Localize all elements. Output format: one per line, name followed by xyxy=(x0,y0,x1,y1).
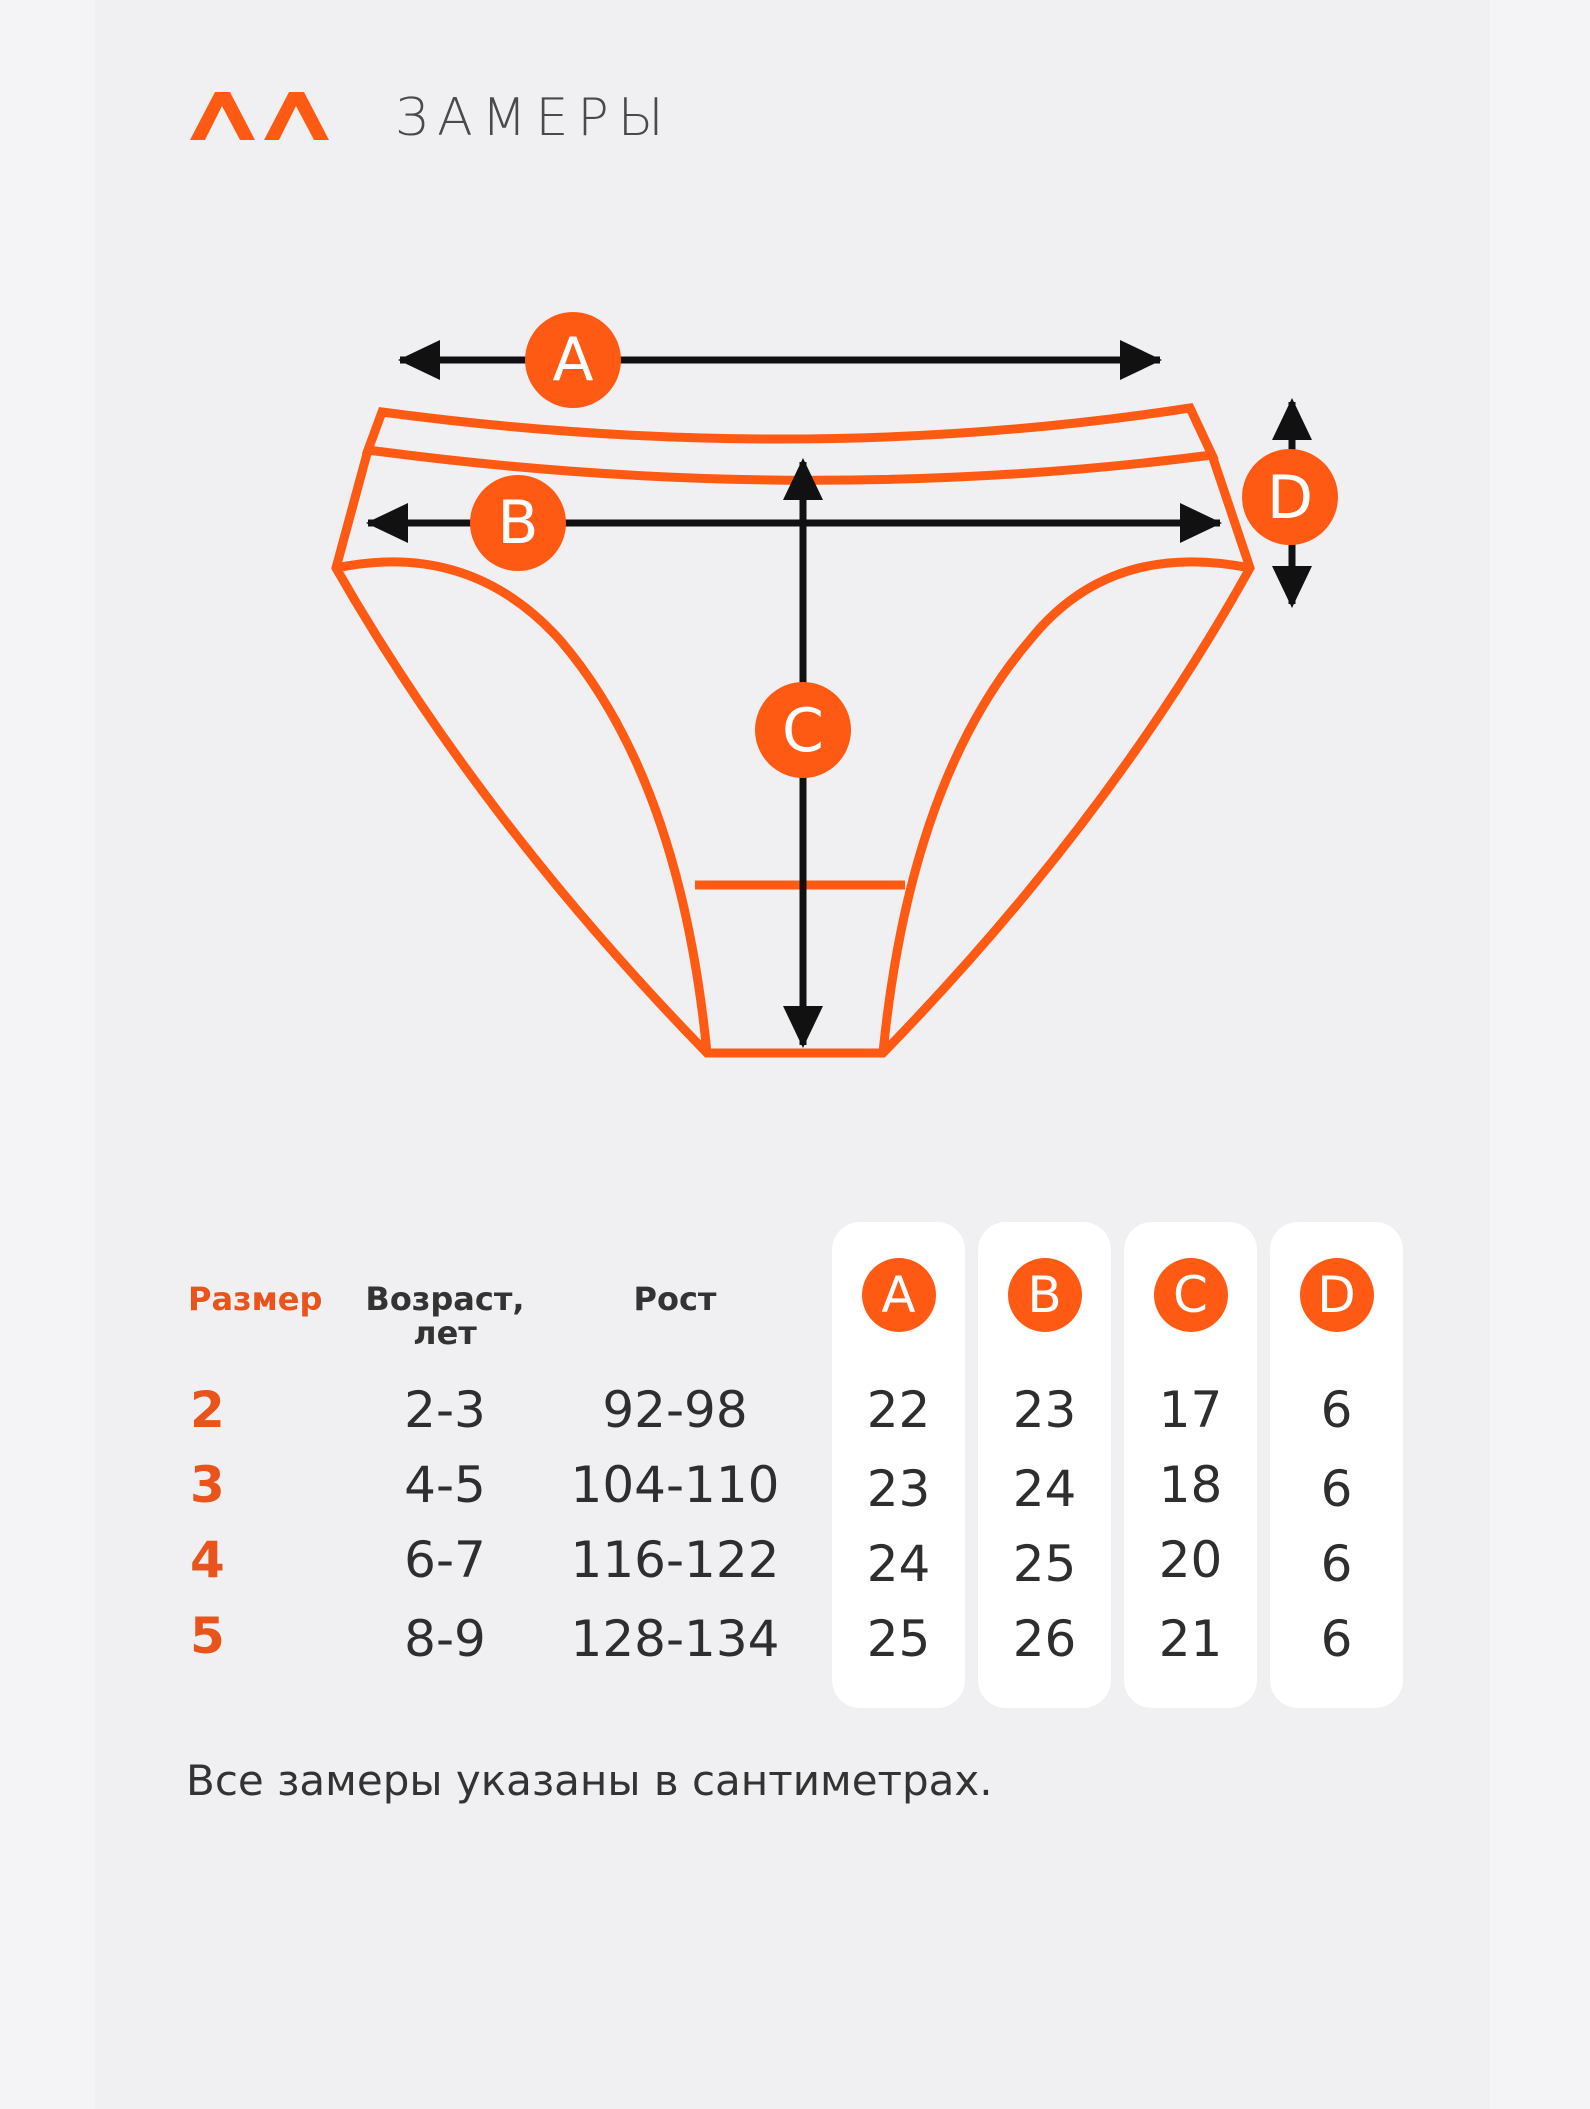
svg-text:A: A xyxy=(552,325,593,395)
svg-text:C: C xyxy=(782,696,824,766)
page-title: ЗАМЕРЫ xyxy=(395,88,673,148)
cell-c: 17 xyxy=(1158,1381,1223,1439)
cell-b: 25 xyxy=(1012,1535,1077,1593)
units-note: Все замеры указаны в сантиметрах. xyxy=(186,1756,993,1805)
column-badge-b: B xyxy=(1007,1258,1082,1332)
cell-a: 22 xyxy=(866,1381,931,1439)
cell-b: 23 xyxy=(1012,1381,1077,1439)
column-badge-c: C xyxy=(1153,1258,1228,1332)
cell-c: 20 xyxy=(1158,1531,1223,1589)
briefs-outline xyxy=(331,403,1255,1058)
cell-size: 3 xyxy=(190,1456,225,1514)
column-badge-d: D xyxy=(1299,1258,1374,1332)
double-chevron-logo-icon xyxy=(190,92,329,140)
column-card-a: A xyxy=(832,1222,965,1708)
svg-text:B: B xyxy=(497,488,538,558)
column-card-b: B xyxy=(978,1222,1111,1708)
cell-d: 6 xyxy=(1320,1610,1353,1668)
column-card-c: C xyxy=(1124,1222,1257,1708)
arrow-a xyxy=(398,340,1162,380)
badge-a-icon: A xyxy=(525,312,621,408)
badge-c-icon: C xyxy=(755,682,851,778)
cell-d: 6 xyxy=(1320,1460,1353,1518)
cell-height: 128-134 xyxy=(570,1610,780,1668)
header-height: Рост xyxy=(633,1280,717,1318)
cell-height: 92-98 xyxy=(602,1381,748,1439)
cell-size: 5 xyxy=(190,1607,225,1665)
cell-age: 4-5 xyxy=(404,1456,486,1514)
cell-a: 25 xyxy=(866,1610,931,1668)
cell-height: 116-122 xyxy=(570,1531,780,1589)
cell-b: 24 xyxy=(1012,1460,1077,1518)
cell-age: 8-9 xyxy=(404,1610,486,1668)
cell-size: 4 xyxy=(190,1531,225,1589)
column-card-d: D xyxy=(1270,1222,1403,1708)
cell-height: 104-110 xyxy=(570,1456,780,1514)
cell-c: 18 xyxy=(1158,1456,1223,1514)
header-age-line2: лет xyxy=(413,1314,477,1352)
header-age-line1: Возраст, xyxy=(365,1280,525,1318)
cell-c: 21 xyxy=(1158,1610,1223,1668)
cell-age: 2-3 xyxy=(404,1381,486,1439)
cell-age: 6-7 xyxy=(404,1531,486,1589)
briefs-measurement-diagram: A B C D xyxy=(331,312,1338,1058)
cell-size: 2 xyxy=(190,1381,225,1439)
cell-d: 6 xyxy=(1320,1535,1353,1593)
header-size: Размер xyxy=(188,1280,323,1318)
cell-b: 26 xyxy=(1012,1610,1077,1668)
cell-a: 24 xyxy=(866,1535,931,1593)
svg-text:D: D xyxy=(1267,463,1313,533)
cell-d: 6 xyxy=(1320,1381,1353,1439)
badge-d-icon: D xyxy=(1242,449,1338,545)
cell-a: 23 xyxy=(866,1460,931,1518)
column-badge-a: A xyxy=(861,1258,936,1332)
badge-b-icon: B xyxy=(470,475,566,571)
header-age: Возраст, лет xyxy=(360,1282,530,1350)
